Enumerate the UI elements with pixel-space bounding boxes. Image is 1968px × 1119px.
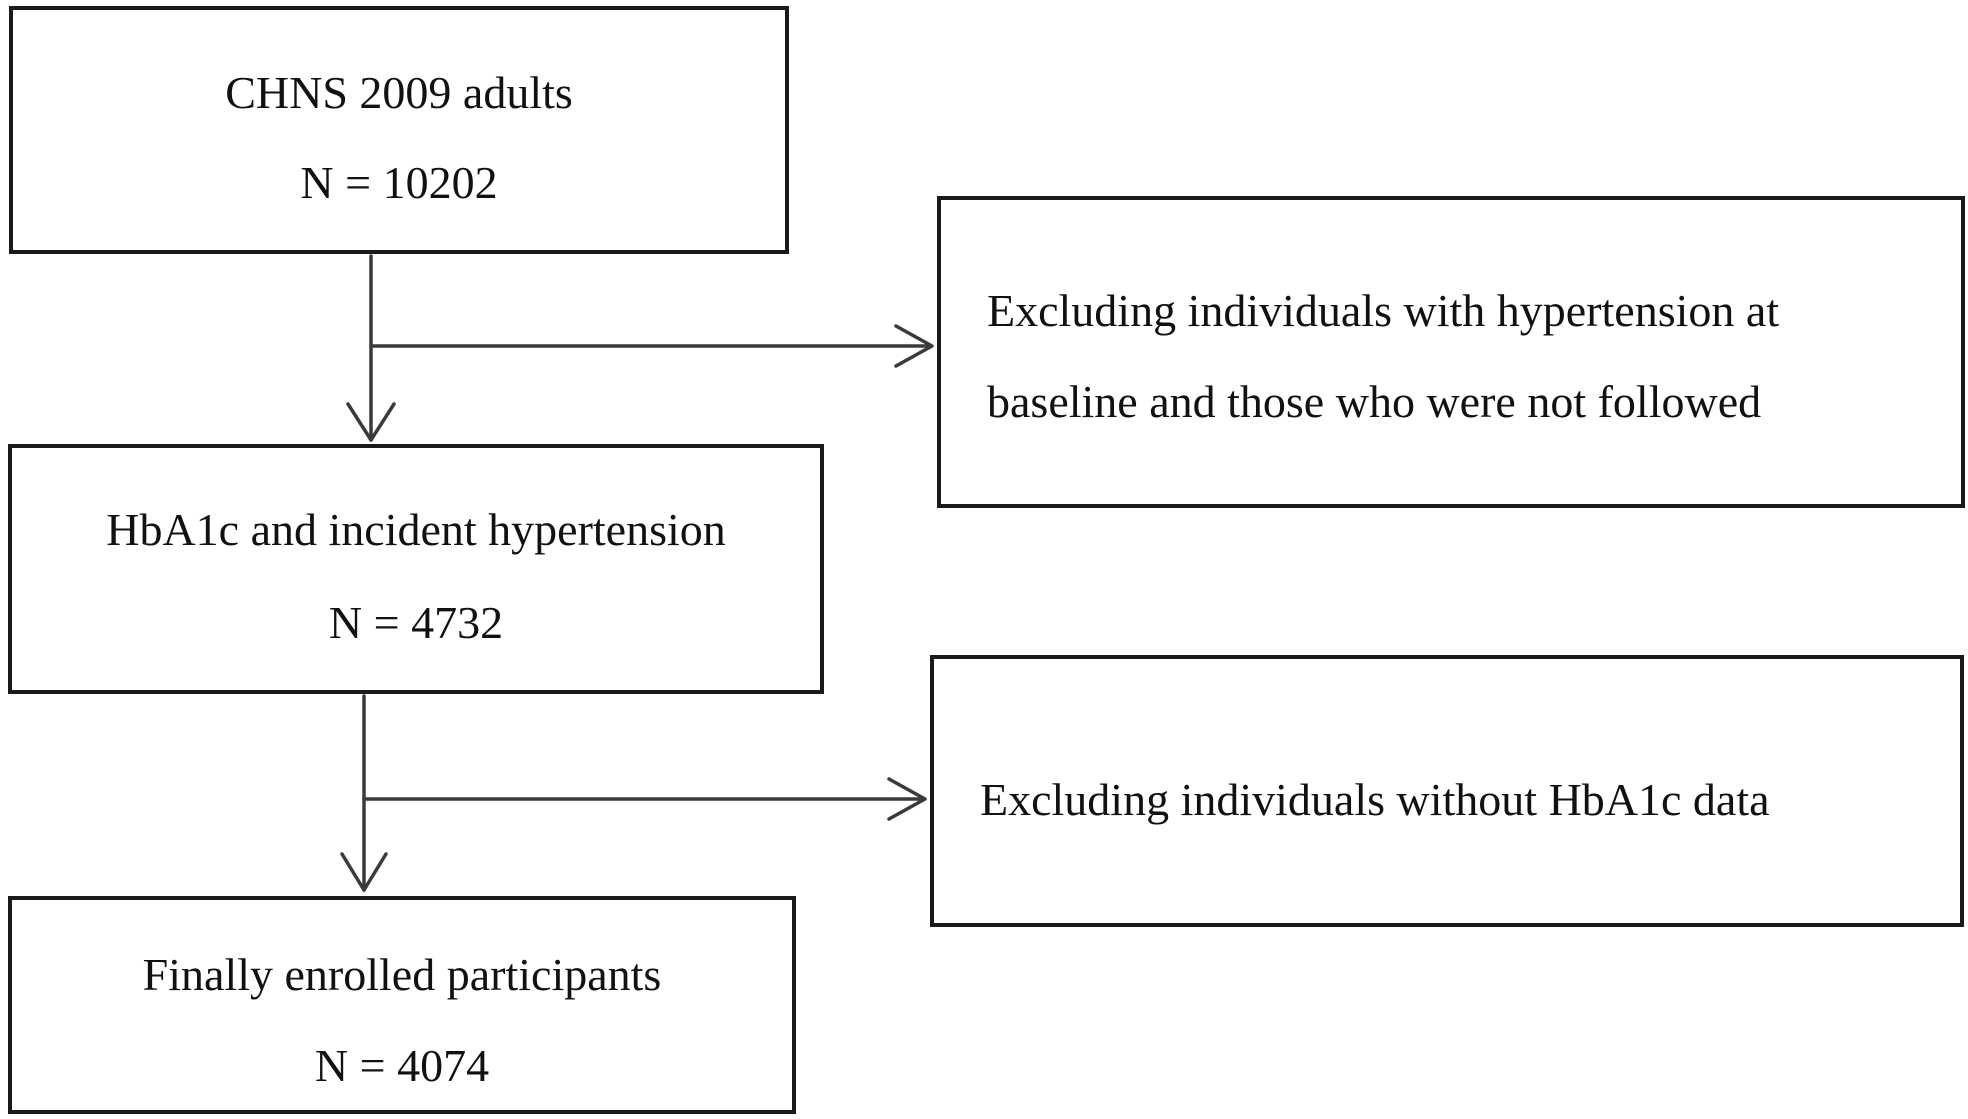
box-hba1c-incident-hypertension: HbA1c and incident hypertension N = 4732 — [8, 444, 824, 694]
box-title: HbA1c and incident hypertension — [106, 504, 726, 555]
exclusion-line-1: Excluding individuals without HbA1c data — [980, 774, 1770, 825]
arrowhead-down-2 — [340, 852, 388, 892]
box-exclusion-hypertension-baseline: Excluding individuals with hypertension … — [937, 196, 1965, 508]
box-title: Finally enrolled participants — [142, 949, 662, 1000]
box-count: N = 4074 — [314, 1040, 490, 1091]
box-chns-2009-adults: CHNS 2009 adults N = 10202 — [9, 6, 789, 254]
arrowhead-right-1 — [894, 324, 934, 368]
arrowhead-down-1 — [346, 402, 396, 442]
exclusion-line-1: Excluding individuals with hypertension … — [987, 285, 1780, 336]
arrowhead-right-2 — [887, 777, 927, 821]
box-title: CHNS 2009 adults — [225, 67, 573, 118]
exclusion-line-2: baseline and those who were not followed — [987, 376, 1762, 427]
box-exclusion-no-hba1c: Excluding individuals without HbA1c data — [930, 655, 1964, 927]
box-count: N = 10202 — [300, 157, 498, 208]
box-finally-enrolled: Finally enrolled participants N = 4074 — [8, 896, 796, 1114]
box-count: N = 4732 — [328, 597, 504, 648]
